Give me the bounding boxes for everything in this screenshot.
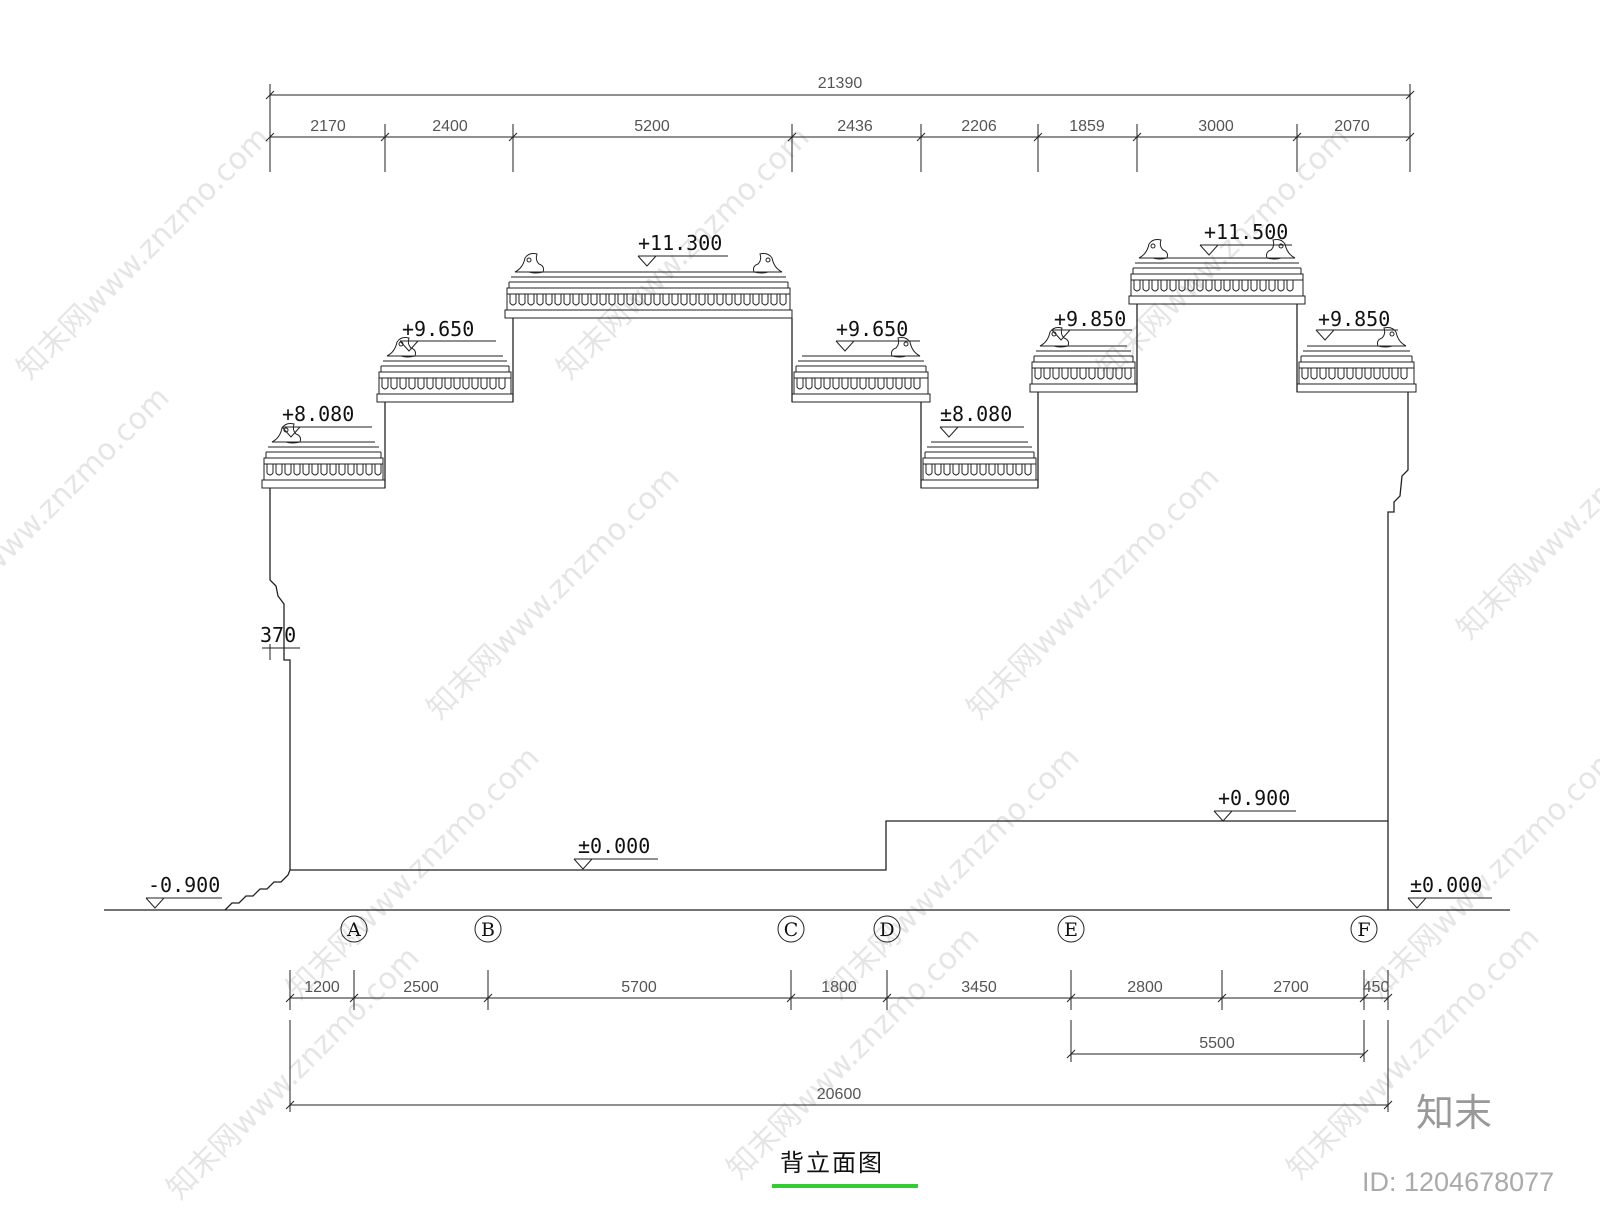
elevation-label: +0.900 xyxy=(1218,786,1290,810)
watermark-text: 知末网www.znzmo.com xyxy=(960,460,1226,726)
top-overall-dimension: 21390 xyxy=(818,75,863,92)
axis-bubble xyxy=(474,915,502,943)
elevation-marker xyxy=(1407,897,1492,909)
elevation-marker xyxy=(1213,810,1296,822)
roof-cap xyxy=(1296,327,1417,393)
axis-label: B xyxy=(481,919,495,941)
roof-caps xyxy=(261,239,1417,489)
top-dim: 3000 xyxy=(1198,118,1234,135)
axis-markers: A B C D E F xyxy=(340,915,1378,943)
watermark-text: 知末网www.znzmo.com xyxy=(420,460,686,726)
axis-bubble xyxy=(340,915,368,943)
wall-outline xyxy=(104,304,1510,911)
elevation-label: -0.900 xyxy=(148,873,220,897)
top-dim: 2436 xyxy=(837,118,873,135)
roof-cap xyxy=(920,441,1039,489)
axis-label: D xyxy=(879,919,894,941)
elevation-markers: +8.080 +9.650 +11.300 +9.650 ±8.080 +9.8… xyxy=(145,220,1492,909)
top-dim: 2206 xyxy=(961,118,997,135)
bottom-dim: 1800 xyxy=(821,979,857,996)
elevation-label: +11.300 xyxy=(638,231,722,255)
side-dimension-label: 370 xyxy=(260,623,296,647)
elevation-label: ±0.000 xyxy=(1410,873,1482,897)
elevation-label: +11.500 xyxy=(1204,220,1288,244)
elevation-label: +9.850 xyxy=(1318,307,1390,331)
bottom-dim: 3450 xyxy=(961,979,997,996)
elevation-label: ±0.000 xyxy=(578,834,650,858)
watermark-text: 知末网www.znzmo.com xyxy=(0,380,176,646)
axis-bubble xyxy=(873,915,901,943)
elevation-marker xyxy=(1051,329,1132,341)
elevation-label: +9.650 xyxy=(836,317,908,341)
top-dim: 1859 xyxy=(1069,118,1105,135)
top-dim: 2400 xyxy=(432,118,468,135)
bottom-dim: 2800 xyxy=(1127,979,1163,996)
bottom-dim: 1200 xyxy=(304,979,340,996)
elevation-marker xyxy=(281,426,372,438)
elevation-label: +8.080 xyxy=(282,402,354,426)
elevation-marker xyxy=(1199,244,1292,256)
sub-dimension: 5500 xyxy=(1199,1035,1235,1052)
elevation-label: ±8.080 xyxy=(940,402,1012,426)
elevation-marker xyxy=(399,340,496,352)
roof-cap xyxy=(261,423,386,489)
bottom-dimension-chain xyxy=(285,970,1393,1112)
elevation-label: +9.850 xyxy=(1054,307,1126,331)
roof-cap xyxy=(1029,327,1138,393)
top-dimensions: 2170 2400 5200 2436 2206 1859 3000 2070 xyxy=(310,118,1370,135)
axis-label: F xyxy=(1357,919,1370,941)
drawing-title: 背立面图 xyxy=(780,1149,884,1177)
axis-bubble xyxy=(1350,915,1378,943)
elevation-marker xyxy=(1315,329,1398,341)
bottom-dimensions: 1200 2500 5700 1800 3450 2800 2700 450 xyxy=(304,979,1389,996)
elevation-marker xyxy=(939,426,1024,438)
top-dim: 2070 xyxy=(1334,118,1370,135)
axis-label: A xyxy=(346,919,361,941)
watermark-text: 知末网www.znzmo.com xyxy=(1450,380,1600,646)
elevation-marker xyxy=(637,255,728,267)
elevation-marker xyxy=(835,340,920,352)
brand-logo-text: 知末 xyxy=(1416,1091,1492,1135)
elevation-marker xyxy=(145,897,222,909)
title-underline xyxy=(772,1184,918,1188)
axis-label: C xyxy=(784,919,799,941)
elevation-label: +9.650 xyxy=(402,317,474,341)
image-id: ID: 1204678077 xyxy=(1362,1167,1554,1197)
roof-cap xyxy=(376,337,514,403)
top-dim: 5200 xyxy=(634,118,670,135)
axis-bubble xyxy=(1057,915,1085,943)
bottom-dim: 2700 xyxy=(1273,979,1309,996)
axis-label: E xyxy=(1064,919,1078,941)
watermark-text: 知末网www.znzmo.com xyxy=(10,120,276,386)
elevation-marker xyxy=(573,858,658,870)
roof-cap xyxy=(791,337,931,403)
roof-cap xyxy=(504,253,793,319)
bottom-dim: 5700 xyxy=(621,979,657,996)
top-dim: 2170 xyxy=(310,118,346,135)
bottom-dim: 2500 xyxy=(403,979,439,996)
bottom-overall-dimension: 20600 xyxy=(817,1086,862,1103)
top-dimension-chain xyxy=(265,84,1415,172)
axis-bubble xyxy=(777,915,805,943)
bottom-dim: 450 xyxy=(1363,979,1390,996)
side-dimension xyxy=(262,644,300,660)
